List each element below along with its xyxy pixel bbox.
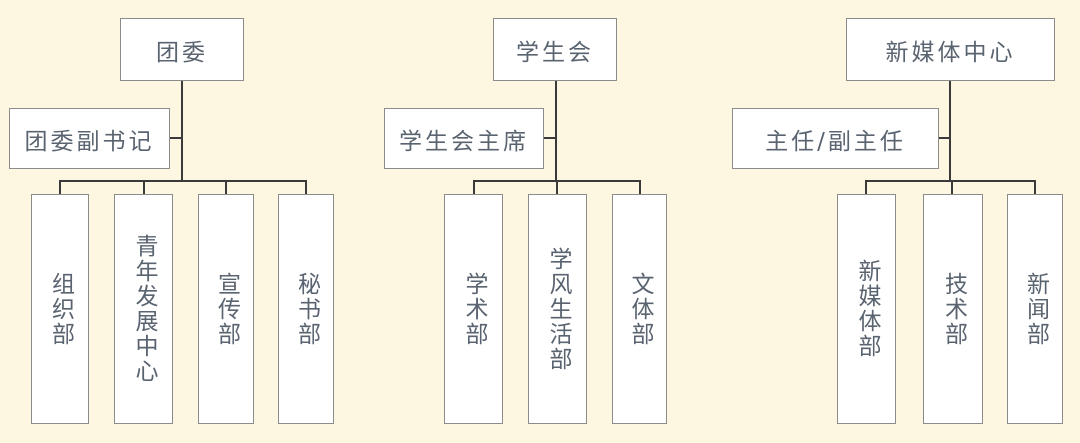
deputy-node-2: 学生会主席 (384, 108, 544, 169)
department-node-1-4: 秘书部 (278, 194, 334, 424)
drop-connector-1-3 (225, 180, 227, 195)
top-node-3-label: 新媒体中心 (885, 39, 1016, 66)
drop-connector-2-1 (473, 180, 475, 195)
drop-connector-3-3 (1034, 180, 1036, 195)
deputy-node-1: 团委副书记 (9, 108, 170, 169)
trunk-connector-3 (949, 80, 951, 181)
deputy-node-3-label: 主任/副主任 (765, 128, 906, 155)
department-node-3-2: 技术部 (923, 194, 983, 424)
drop-connector-1-4 (305, 180, 307, 195)
top-node-2: 学生会 (493, 18, 617, 81)
drop-connector-3-2 (951, 180, 953, 195)
drop-connector-1-1 (59, 180, 61, 195)
top-node-1-label: 团委 (156, 39, 208, 66)
deputy-connector-3 (938, 137, 950, 139)
drop-connector-2-2 (556, 180, 558, 195)
drop-connector-2-3 (639, 180, 641, 195)
department-node-2-2-label: 学风生活部 (545, 246, 571, 372)
deputy-node-2-label: 学生会主席 (399, 128, 529, 155)
department-node-3-1-label: 新媒体部 (854, 259, 880, 359)
deputy-node-3: 主任/副主任 (732, 108, 939, 169)
department-node-3-1: 新媒体部 (837, 194, 896, 424)
department-node-2-1: 学术部 (444, 194, 503, 424)
trunk-connector-1 (181, 80, 183, 181)
department-node-3-3-label: 新闻部 (1022, 271, 1049, 347)
branch-bar-1 (59, 180, 307, 182)
department-node-1-3-label: 宣传部 (213, 271, 240, 347)
top-node-1: 团委 (120, 18, 244, 81)
department-node-1-2-label: 青年发展中心 (131, 234, 157, 384)
drop-connector-3-1 (865, 180, 867, 195)
top-node-2-label: 学生会 (516, 39, 594, 66)
deputy-node-1-label: 团委副书记 (24, 128, 155, 155)
department-node-2-2: 学风生活部 (528, 194, 587, 424)
department-node-3-3: 新闻部 (1007, 194, 1063, 424)
branch-bar-3 (865, 180, 1036, 182)
department-node-2-1-label: 学术部 (461, 271, 487, 347)
department-node-1-4-label: 秘书部 (293, 271, 320, 347)
department-node-2-3-label: 文体部 (627, 271, 653, 347)
drop-connector-1-2 (143, 180, 145, 195)
deputy-connector-2 (543, 137, 556, 139)
top-node-3: 新媒体中心 (846, 18, 1055, 81)
trunk-connector-2 (555, 80, 557, 181)
deputy-connector-1 (170, 137, 182, 139)
department-node-1-1: 组织部 (31, 194, 89, 424)
department-node-2-3: 文体部 (612, 194, 667, 424)
department-node-1-3: 宣传部 (198, 194, 254, 424)
department-node-1-2: 青年发展中心 (114, 194, 173, 424)
department-node-1-1-label: 组织部 (47, 271, 74, 347)
department-node-3-2-label: 技术部 (940, 271, 967, 347)
